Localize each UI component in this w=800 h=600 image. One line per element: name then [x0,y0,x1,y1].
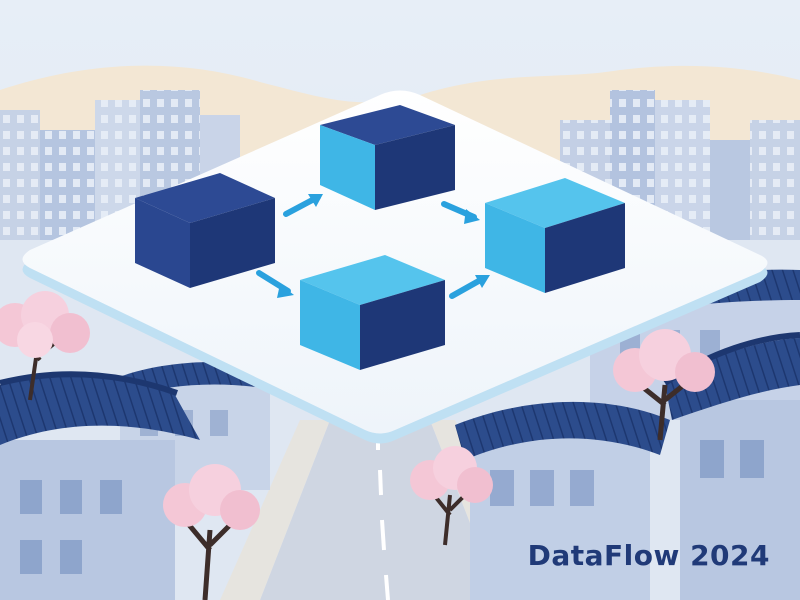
arrow-right-icon [449,275,490,299]
brand-title: DataFlow 2024 [527,539,770,572]
blossom-tree-icon [163,464,260,600]
cube-icon [320,105,455,210]
arrow-right-icon [441,201,480,224]
sidewalk-left [220,420,330,600]
hanok-house-right-front [663,332,800,600]
arrow-right-icon [256,270,294,298]
cube-icon [135,173,275,288]
blossom-tree-icon [613,329,715,441]
cube-icon [300,255,445,370]
hanok-house-right-mid [455,401,670,600]
cube-icon [485,178,625,293]
arrow-right-icon [283,194,323,217]
blossom-tree-icon [0,291,90,401]
hanok-house-left-front [0,371,200,600]
blossom-tree-icon [410,446,493,546]
